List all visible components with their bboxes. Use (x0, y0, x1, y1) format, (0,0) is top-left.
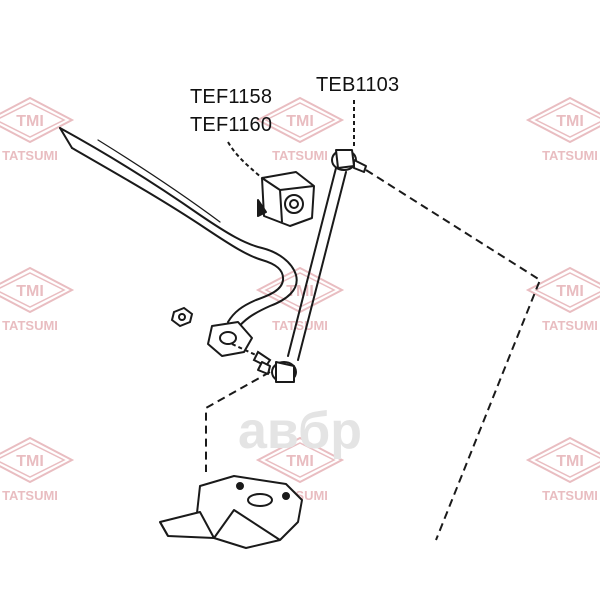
watermark-logo: TMI TATSUMI (255, 96, 345, 163)
watermark-logo-text: TMI (556, 113, 584, 130)
stabilizer-bar (59, 127, 298, 331)
watermark-center-text: aвбр (238, 402, 362, 460)
watermark-diamond-inner-icon (264, 272, 336, 308)
watermark-diamond-icon (525, 436, 600, 484)
stabilizer-link (257, 149, 367, 383)
watermark-brand-text: TATSUMI (2, 318, 58, 333)
watermark-logo-text: TMI (16, 113, 44, 130)
watermark-brand-text: TATSUMI (542, 488, 598, 503)
assembly-lines (205, 169, 542, 541)
watermark-logo-text: TMI (556, 453, 584, 470)
part-label-teb1103: TEB1103 (316, 74, 400, 96)
watermark-logo: TMI TATSUMI (0, 266, 75, 333)
watermark-logo: TMI TATSUMI (0, 436, 75, 503)
stabilizer-bushing (257, 171, 315, 227)
watermark-brand-text: TATSUMI (542, 318, 598, 333)
watermark-logo-text: TMI (286, 113, 314, 130)
watermark-diamond-inner-icon (264, 442, 336, 478)
watermark-logo-text: TMI (16, 453, 44, 470)
watermark-diamond-inner-icon (534, 102, 600, 138)
watermark-diamond-icon (255, 436, 345, 484)
watermark-diamond-icon (525, 96, 600, 144)
watermark-logo-text: TMI (286, 453, 314, 470)
watermark-logo: TMI TATSUMI (0, 96, 75, 163)
watermark-brand-text: TATSUMI (272, 318, 328, 333)
watermark-diamond-inner-icon (0, 102, 66, 138)
watermark-logo: TMI TATSUMI (525, 436, 600, 503)
watermark-logo: TMI TATSUMI (255, 266, 345, 333)
part-label-tef1158: TEF1158 (190, 86, 273, 108)
watermark-diamond-icon (0, 436, 75, 484)
watermark-logo: TMI TATSUMI (525, 266, 600, 333)
watermark-diamond-inner-icon (264, 102, 336, 138)
watermark-brand-text: TATSUMI (542, 148, 598, 163)
watermark-diamond-icon (525, 266, 600, 314)
watermark-brand-text: TATSUMI (2, 488, 58, 503)
watermark-diamond-inner-icon (534, 272, 600, 308)
watermark-diamond-icon (255, 96, 345, 144)
nut (170, 306, 194, 328)
watermark-logo: TMI TATSUMI (525, 96, 600, 163)
watermark-brand-text: TATSUMI (272, 148, 328, 163)
watermark-layer: TMI TATSUMI TMI TATSUMI TMI TATSUMI TMI TATSUMI… (0, 96, 600, 503)
watermark-diamond-inner-icon (534, 442, 600, 478)
watermark-diamond-inner-icon (0, 442, 66, 478)
part-label-tef1160: TEF1160 (190, 114, 273, 136)
watermark-diamond-inner-icon (0, 272, 66, 308)
watermark-logo-text: TMI (556, 283, 584, 300)
watermark-logo-text: TMI (286, 283, 314, 300)
watermark-diamond-icon (0, 266, 75, 314)
watermark-diamond-icon (255, 266, 345, 314)
watermark-brand-text: TATSUMI (2, 148, 58, 163)
lower-control-arm (159, 475, 303, 549)
watermark-diamond-icon (0, 96, 75, 144)
watermark-logo-text: TMI (16, 283, 44, 300)
bushing-leader (227, 141, 263, 179)
